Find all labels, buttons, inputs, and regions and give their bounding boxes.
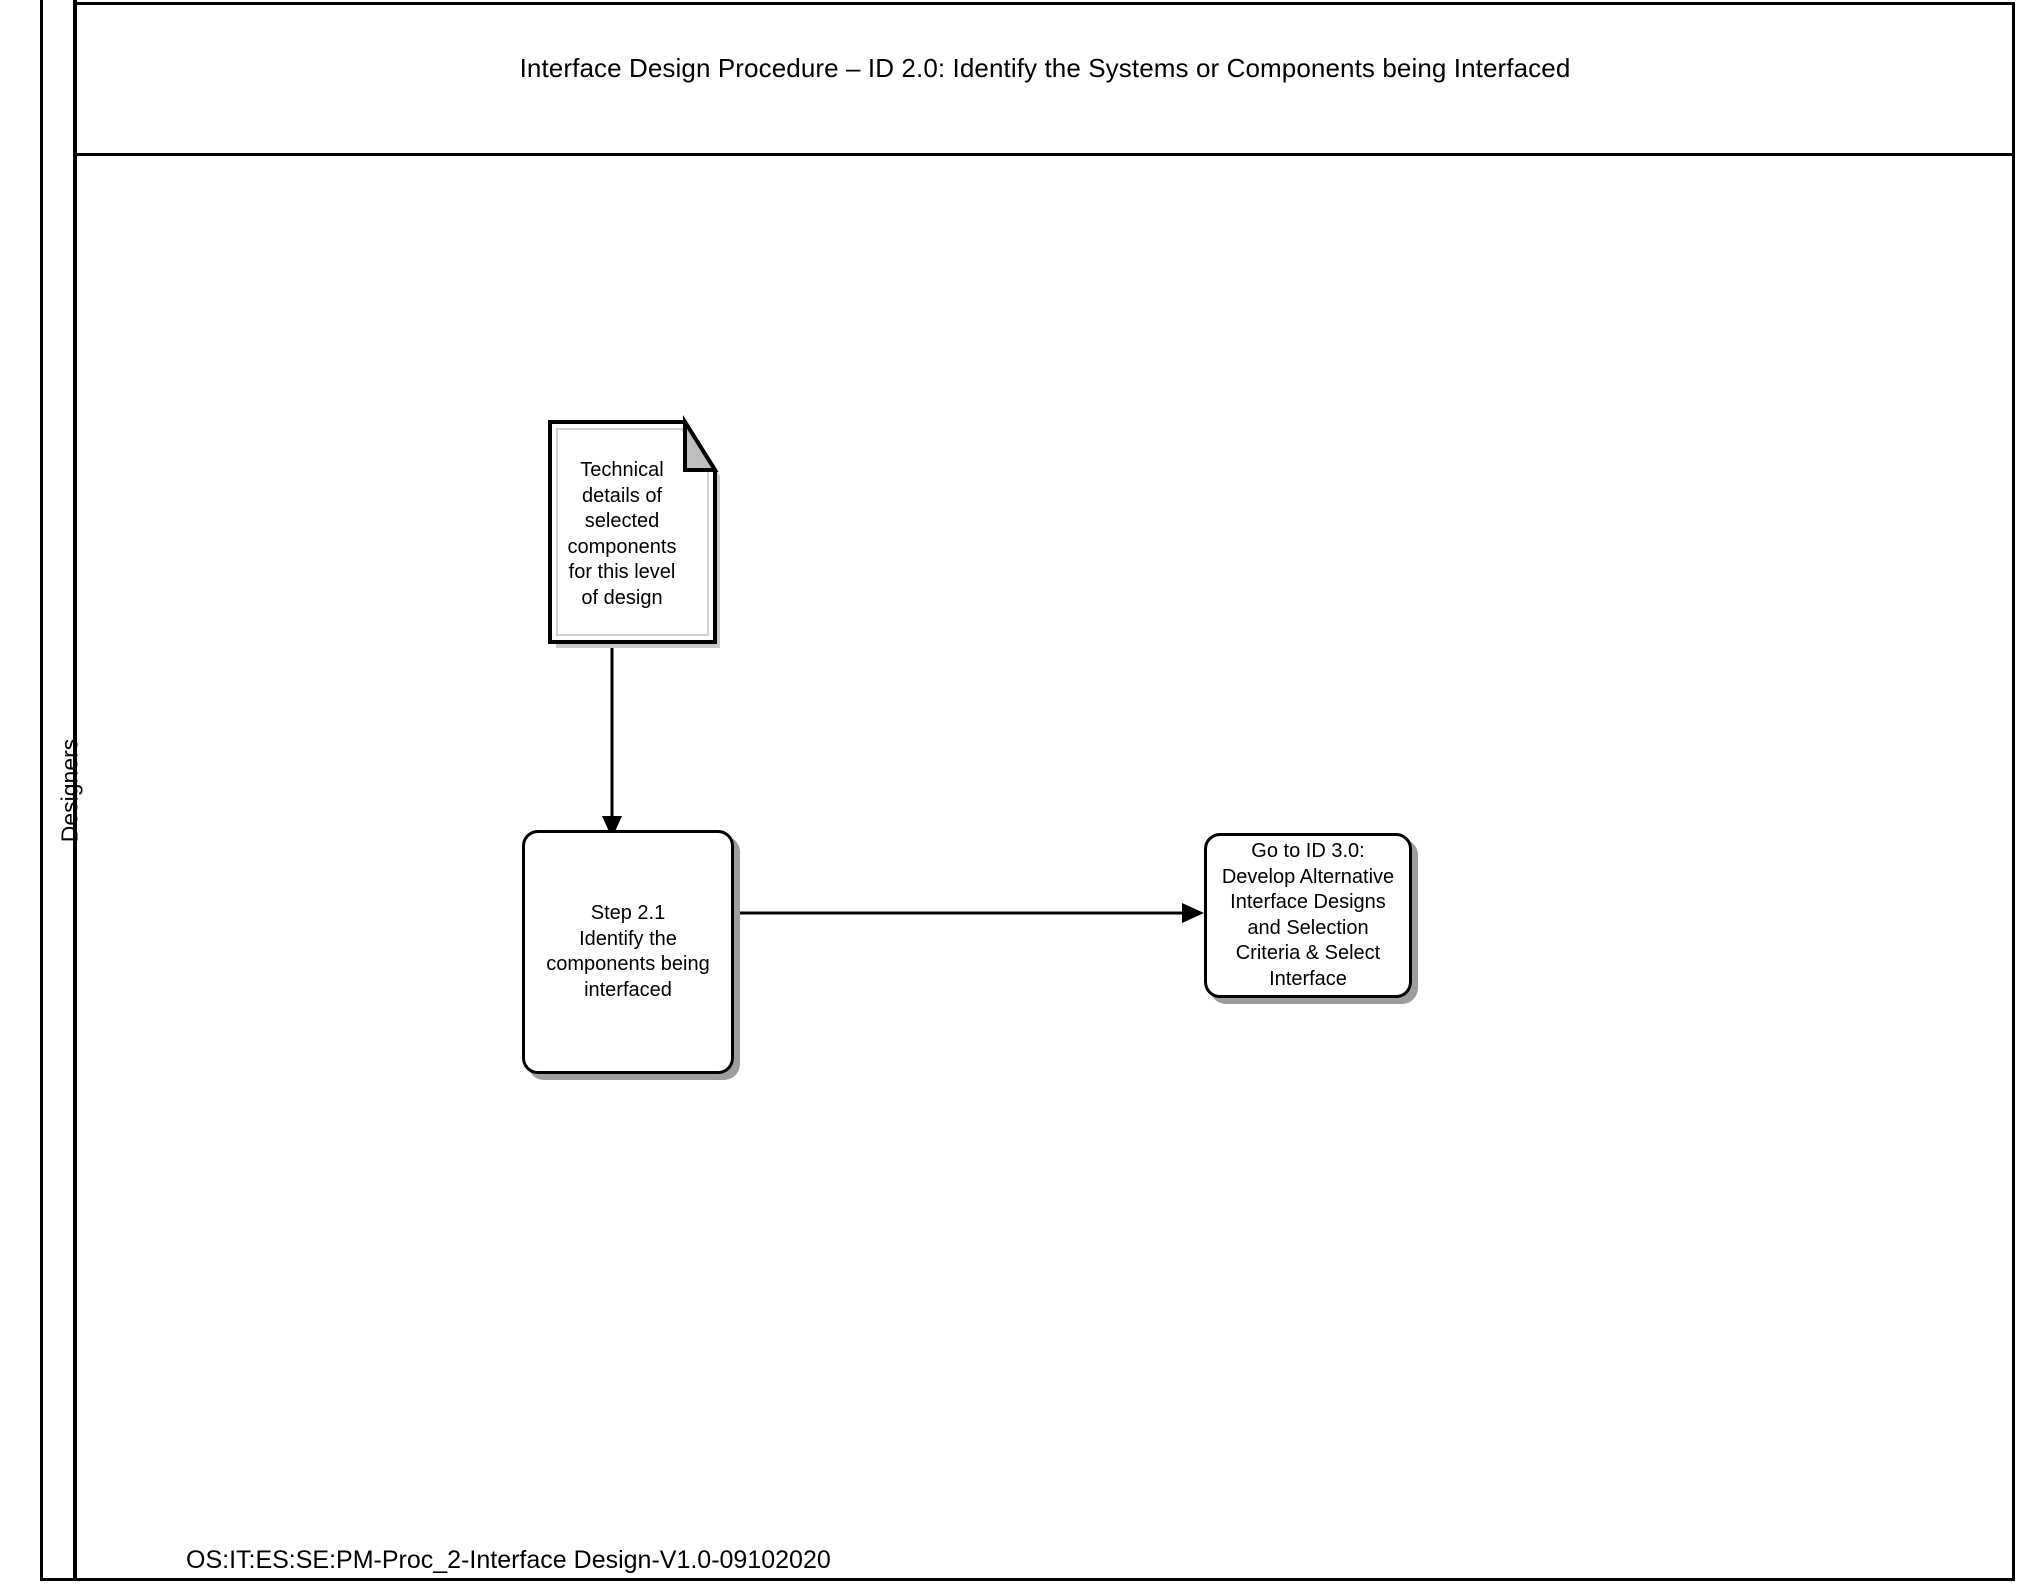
node-step-2-1[interactable]: Step 2.1 Identify the components being i… <box>522 830 740 1080</box>
goto30-line: Develop Alternative <box>1221 865 1395 888</box>
goto30-line: Interface Designs <box>1230 891 1386 913</box>
swimlane-divider <box>73 0 77 1581</box>
goto30-line: Criteria & Select <box>1235 942 1381 964</box>
frame-left-border <box>40 0 43 1581</box>
swimlane-label-text: Designers <box>56 738 83 842</box>
goto30-line: Go to ID 3.0: <box>1251 840 1365 862</box>
document-line: details of <box>581 484 663 507</box>
node-box: Step 2.1 Identify the components being i… <box>522 830 734 1074</box>
goto30-node-text: Go to ID 3.0: Develop Alternative Interf… <box>1218 839 1398 992</box>
connector-step21-to-goto30 <box>734 903 1204 923</box>
step21-node-text: Step 2.1 Identify the components being i… <box>542 901 713 1003</box>
footer-document-id: OS:IT:ES:SE:PM-Proc_2-Interface Design-V… <box>186 1546 831 1574</box>
frame-bottom-border <box>40 1578 2015 1581</box>
document-line: selected <box>584 510 660 532</box>
step21-line: Identify the <box>579 927 677 950</box>
node-box: Go to ID 3.0: Develop Alternative Interf… <box>1204 833 1412 998</box>
step21-line: components being <box>546 953 710 975</box>
connector-document-to-step21 <box>602 640 622 838</box>
document-line: components <box>567 535 677 558</box>
document-shape-icon <box>548 415 720 648</box>
swimlane-label-designers: Designers <box>0 720 140 860</box>
document-line: Technical <box>580 459 664 481</box>
document-line: for this level <box>568 561 676 583</box>
step21-line: Step 2.1 <box>590 902 666 924</box>
node-go-to-id-3-0[interactable]: Go to ID 3.0: Develop Alternative Interf… <box>1204 833 1418 1004</box>
goto30-line: Interface <box>1269 967 1347 990</box>
frame-top-border <box>75 2 2015 5</box>
node-document-technical-details[interactable]: Technical details of selected components… <box>548 415 720 648</box>
goto30-line: and Selection <box>1247 916 1369 939</box>
step21-line: interfaced <box>584 978 672 1001</box>
document-line: of design <box>581 586 663 609</box>
header-separator-line <box>75 153 2015 156</box>
document-node-text: Technical details of selected components… <box>554 458 690 611</box>
frame-right-border <box>2012 2 2015 1581</box>
page-title: Interface Design Procedure – ID 2.0: Ide… <box>519 53 1571 83</box>
